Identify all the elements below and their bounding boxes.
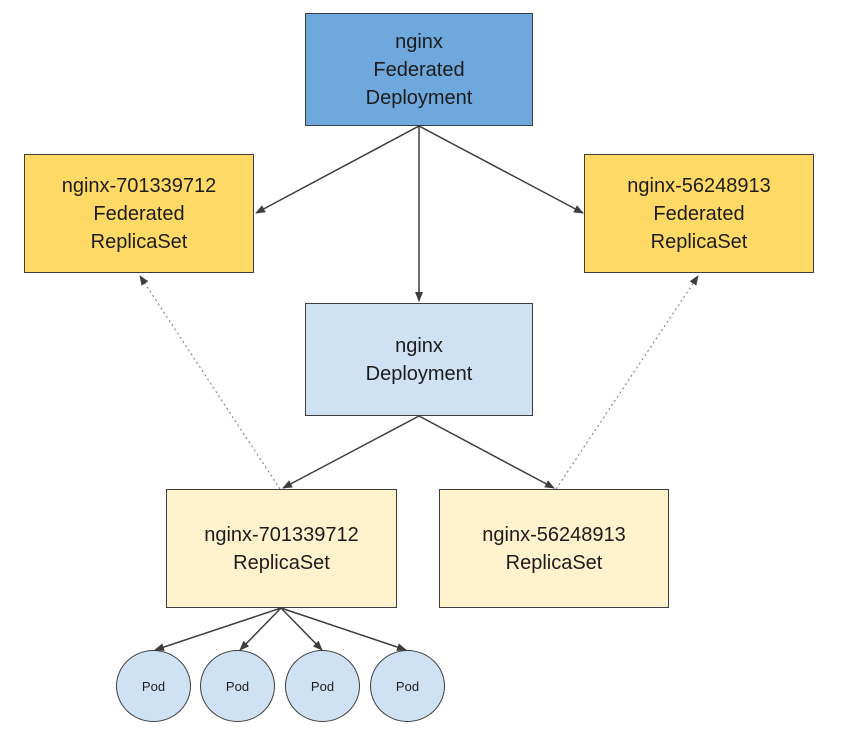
pod-node: Pod — [370, 650, 445, 722]
node-label-line: nginx-56248913 — [482, 523, 626, 546]
node-label-line: nginx-701339712 — [61, 174, 217, 197]
node-label-line: Federated — [653, 202, 745, 225]
pod-label: Pod — [310, 678, 335, 694]
node-label-line: Deployment — [365, 362, 473, 385]
edge-rs-left-to-pod-3 — [280, 607, 323, 651]
edge-rs-left-to-pod-4 — [280, 607, 407, 651]
edge-deployment-to-rs-left — [282, 415, 420, 489]
node-label-line: ReplicaSet — [233, 551, 330, 574]
federated-replicaset-left-node: nginx-701339712 Federated ReplicaSet — [24, 154, 254, 273]
replicaset-right-node: nginx-56248913 ReplicaSet — [439, 489, 669, 608]
node-label-line: nginx — [395, 30, 443, 53]
pod-label: Pod — [395, 678, 420, 694]
pod-node: Pod — [116, 650, 191, 722]
pod-node: Pod — [285, 650, 360, 722]
edge-fed-deployment-to-fed-rs-left — [255, 125, 420, 214]
node-label-line: Federated — [93, 202, 185, 225]
edge-rs-left-to-pod-2 — [239, 607, 282, 651]
node-label-line: nginx — [395, 334, 443, 357]
federated-deployment-node: nginx Federated Deployment — [305, 13, 533, 126]
deployment-node: nginx Deployment — [305, 303, 533, 416]
edge-rs-left-to-fed-rs-left — [139, 275, 281, 490]
node-label-line: ReplicaSet — [505, 551, 603, 574]
edge-deployment-to-rs-right — [418, 415, 555, 489]
pod-node: Pod — [200, 650, 275, 722]
node-label-line: ReplicaSet — [650, 230, 748, 253]
pod-label: Pod — [225, 678, 250, 694]
node-label-line: nginx-701339712 — [204, 523, 359, 546]
node-label-line: Federated — [373, 58, 465, 81]
node-label-line: nginx-56248913 — [627, 174, 771, 197]
pod-label: Pod — [141, 678, 166, 694]
edge-rs-left-to-pod-1 — [154, 607, 282, 651]
node-label-line: ReplicaSet — [90, 230, 188, 253]
edge-rs-right-to-fed-rs-right — [555, 275, 699, 490]
federated-replicaset-right-node: nginx-56248913 Federated ReplicaSet — [584, 154, 814, 273]
edge-fed-deployment-to-fed-rs-right — [418, 125, 584, 214]
replicaset-left-node: nginx-701339712 ReplicaSet — [166, 489, 397, 608]
node-label-line: Deployment — [365, 86, 473, 109]
